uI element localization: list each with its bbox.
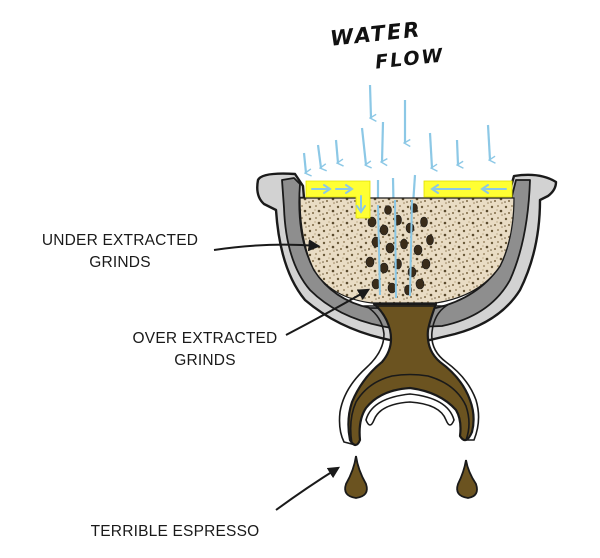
callout-arrows	[213, 239, 371, 511]
over-extracted-label: OVER EXTRACTED GRINDS	[120, 328, 290, 372]
spout-shell	[338, 305, 480, 446]
under-extracted-label-line2: GRINDS	[89, 254, 151, 271]
water-arrow	[316, 144, 321, 168]
under-extracted-arrow	[213, 239, 321, 252]
channel-water-streaks	[377, 199, 413, 299]
espresso-drop-right	[456, 459, 478, 499]
water-arrow	[334, 139, 338, 163]
over-extracted-label-line1: OVER EXTRACTED	[132, 330, 278, 347]
espresso-drop-left	[344, 455, 368, 499]
terrible-espresso-label: TERRIBLE ESPRESSO	[90, 523, 260, 540]
water-arrow	[382, 121, 383, 162]
spout-arch	[365, 393, 455, 426]
water-arrow	[302, 152, 306, 173]
water-arrow	[455, 139, 458, 165]
surface-flow-arrows	[311, 184, 507, 214]
portafilter-basket-inner	[281, 177, 531, 329]
highlight-left	[305, 180, 371, 219]
espresso-arrow	[275, 466, 341, 511]
water-arrow	[368, 84, 371, 118]
under-extracted-label-line1: UNDER EXTRACTED	[41, 232, 199, 249]
over-extracted-channel	[365, 203, 434, 296]
water-arrow	[360, 127, 366, 165]
over-extracted-arrow	[285, 288, 371, 336]
water-arrow	[486, 124, 490, 160]
over-extracted-label-line2: GRINDS	[174, 352, 236, 369]
under-extracted-label: UNDER EXTRACTED GRINDS	[30, 230, 210, 274]
water-arrow	[428, 132, 432, 168]
